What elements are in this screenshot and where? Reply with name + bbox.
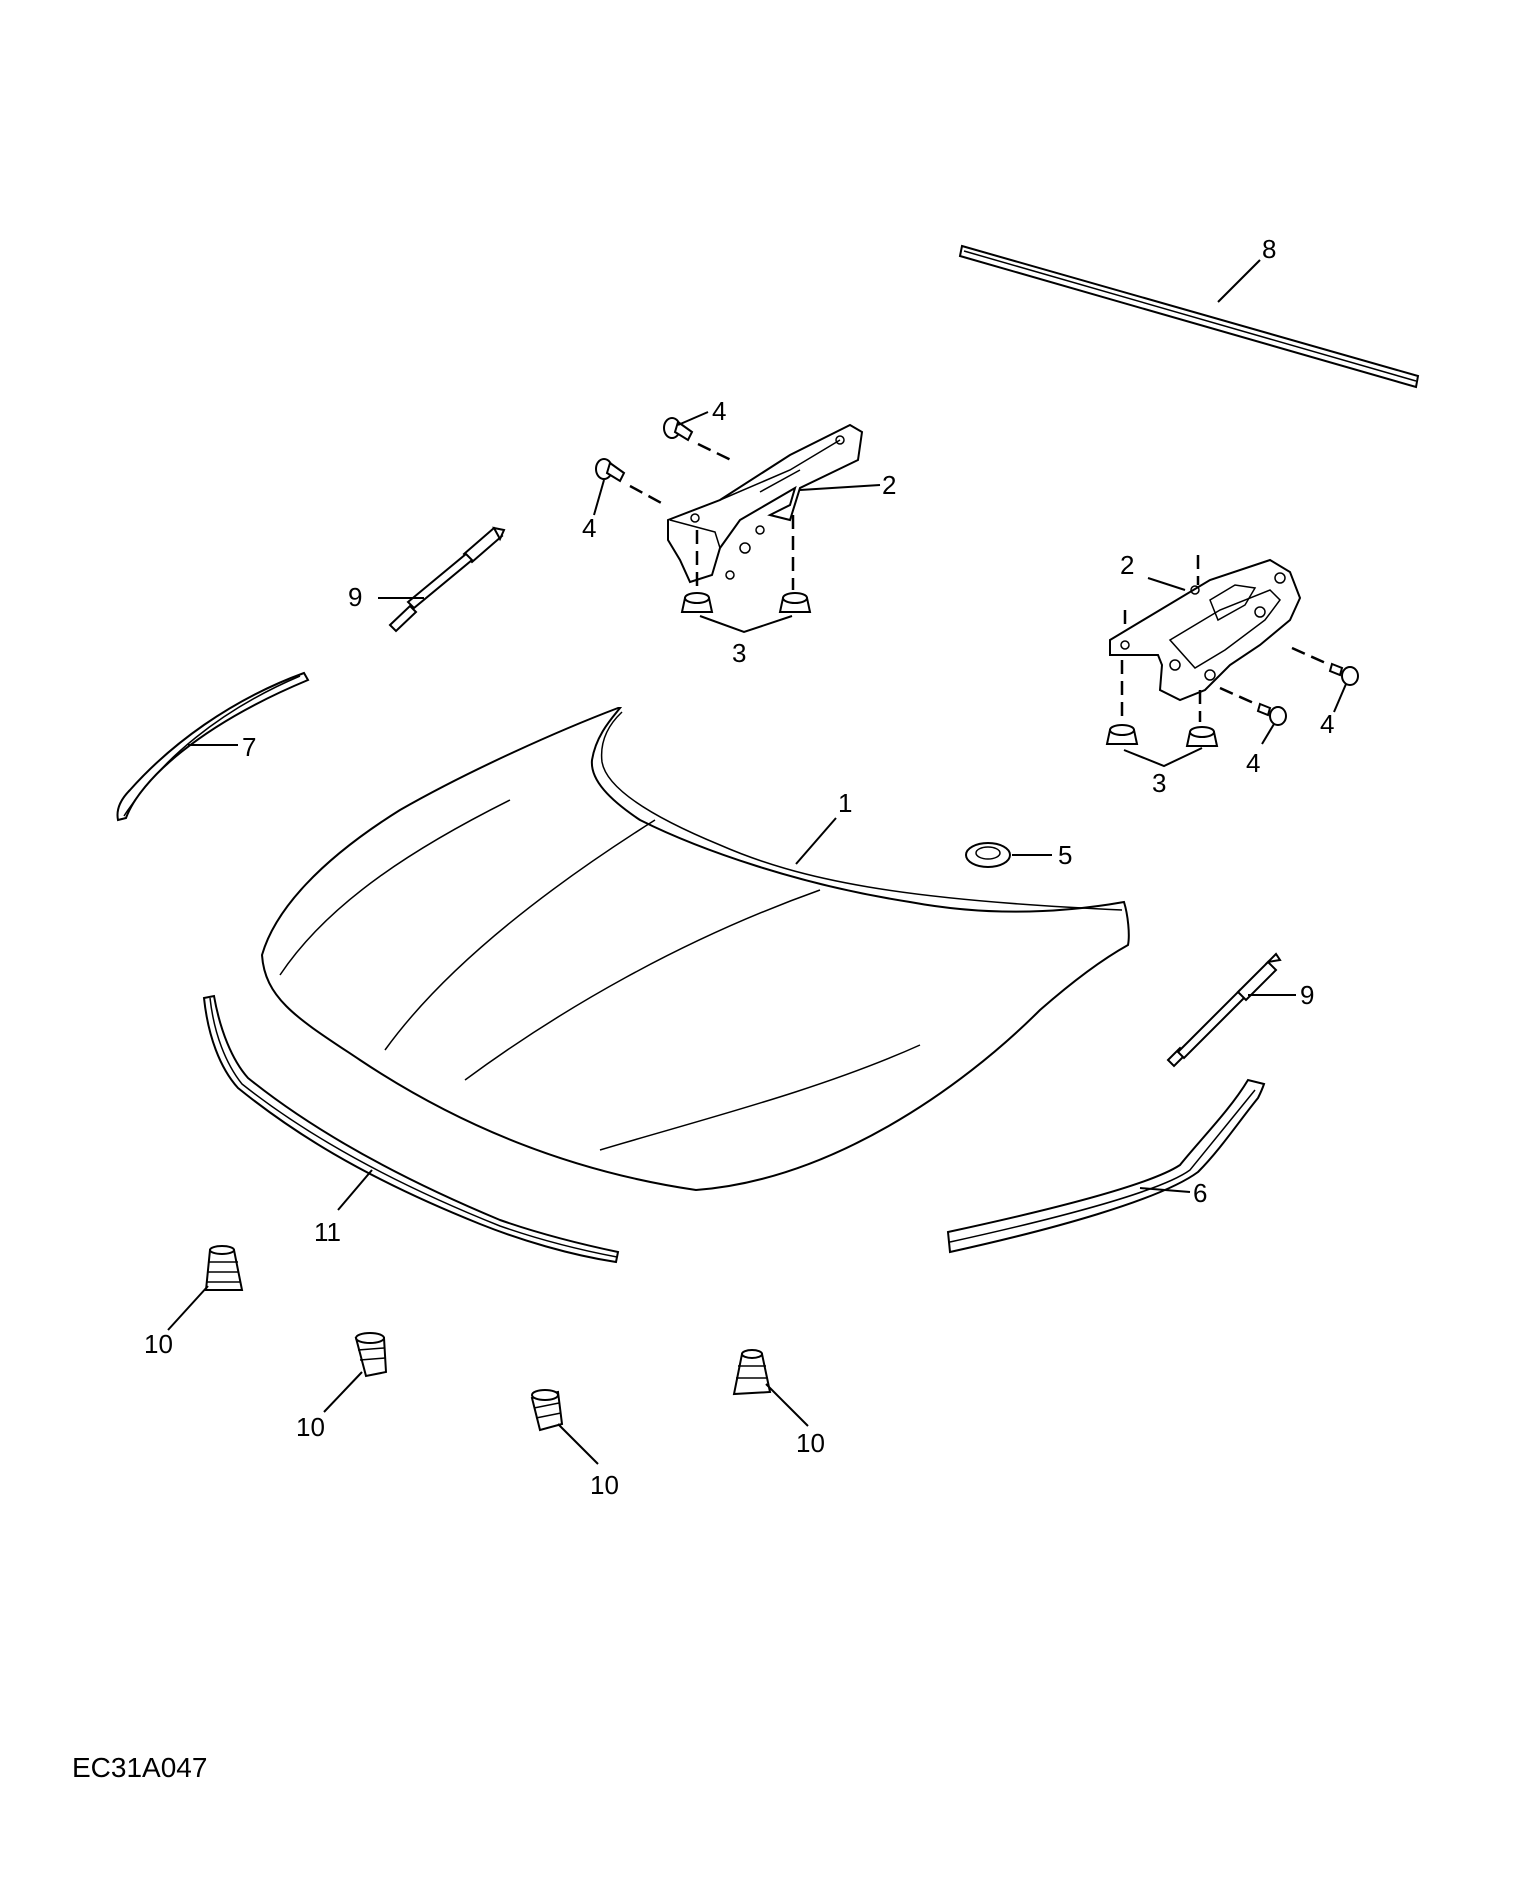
- callout-6: 6: [1193, 1178, 1207, 1208]
- strut-left: [388, 526, 506, 633]
- nut-left-a: [680, 592, 714, 613]
- callout-9-left: 9: [348, 582, 362, 612]
- bump-stop-1: [204, 1245, 244, 1291]
- left-side-seal: [116, 671, 310, 822]
- bolt-path-right-a: [1291, 646, 1331, 667]
- callout-7: 7: [242, 732, 256, 762]
- illustration-code: EC31A047: [72, 1752, 208, 1783]
- bolt-path-right-b: [1219, 686, 1259, 707]
- leader-2-right: [1147, 577, 1186, 591]
- callout-3-right: 3: [1152, 768, 1166, 798]
- front-seal: [202, 994, 620, 1264]
- leader-10-2: [323, 1371, 363, 1413]
- leader-4-left-top: [677, 411, 709, 426]
- callout-2-right: 2: [1120, 550, 1134, 580]
- bump-stop-2: [354, 1332, 388, 1378]
- nut-right-b: [1185, 726, 1219, 747]
- callout-4-right-a: 4: [1320, 709, 1334, 739]
- callout-4-left-top: 4: [712, 396, 726, 426]
- bolt-path-left-top: [697, 442, 736, 464]
- leader-10-1: [167, 1285, 209, 1331]
- callout-11: 11: [314, 1217, 341, 1247]
- callout-10-3: 10: [590, 1470, 619, 1500]
- right-side-seal: [946, 1078, 1266, 1254]
- callout-10-2: 10: [296, 1412, 325, 1442]
- leader-4-left-mid: [593, 479, 605, 516]
- bolt-right-a: [1328, 662, 1359, 686]
- bump-stop-3: [530, 1389, 564, 1432]
- callout-1: 1: [838, 788, 852, 818]
- bolt-path-left-mid: [629, 484, 666, 507]
- strut-right: [1166, 952, 1282, 1068]
- leader-1: [795, 817, 837, 865]
- callout-9-right: 9: [1300, 980, 1314, 1010]
- callout-5: 5: [1058, 840, 1072, 870]
- leader-3-left: [699, 615, 793, 634]
- leader-2-left: [799, 484, 881, 491]
- leader-8: [1217, 259, 1261, 303]
- nut-right-a: [1105, 724, 1139, 745]
- right-hinge: [1109, 558, 1302, 702]
- callout-10-1: 10: [144, 1329, 173, 1359]
- callout-8: 8: [1262, 234, 1276, 264]
- callout-2-left: 2: [882, 470, 896, 500]
- callout-4-right-b: 4: [1246, 748, 1260, 778]
- bump-stop-4: [732, 1349, 772, 1396]
- leader-10-3: [557, 1423, 599, 1465]
- leader-6: [1139, 1187, 1191, 1193]
- hood-panel: [260, 707, 1130, 1192]
- callout-10-4: 10: [796, 1428, 825, 1458]
- leader-4-right-a: [1333, 683, 1347, 713]
- leader-10-4: [765, 1383, 809, 1427]
- bolt-left-mid: [595, 458, 626, 483]
- bolt-left-top: [663, 417, 694, 442]
- leader-4-right-b: [1261, 723, 1275, 745]
- left-hinge: [667, 423, 864, 584]
- callout-4-left-mid: 4: [582, 513, 596, 543]
- grommet: [965, 842, 1011, 868]
- callout-3-left: 3: [732, 638, 746, 668]
- leader-3-right: [1123, 747, 1203, 768]
- bolt-right-b: [1256, 702, 1287, 726]
- nut-left-b: [778, 592, 812, 613]
- rear-seal-strip: [958, 244, 1420, 389]
- leader-11: [337, 1169, 373, 1211]
